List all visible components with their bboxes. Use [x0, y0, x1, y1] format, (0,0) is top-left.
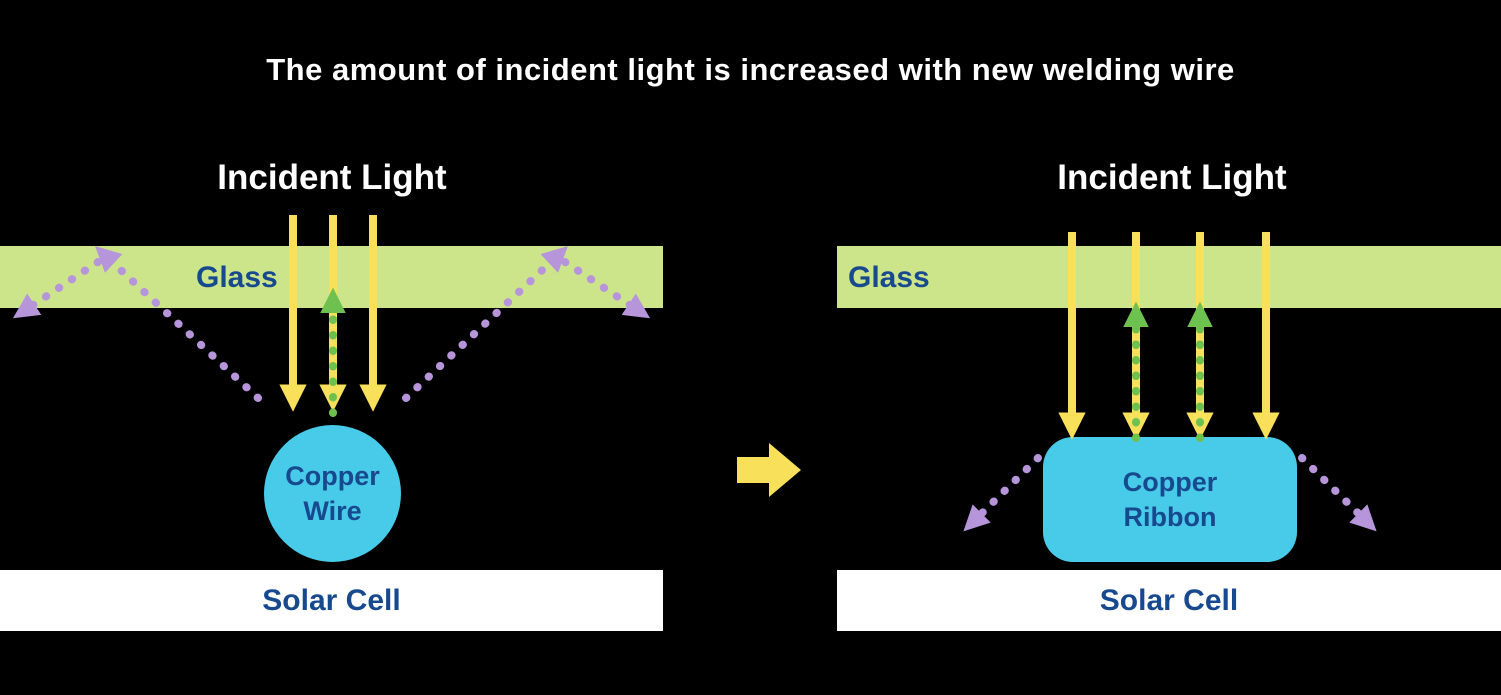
copper-wire-label-line1: Copper — [285, 460, 380, 491]
right-solar-cell-label: Solar Cell — [1099, 583, 1239, 617]
purple-reflection-arrow — [95, 246, 262, 402]
left-glass-label: Glass — [196, 261, 278, 294]
left-incident-light-label: Incident Light — [217, 158, 447, 197]
right-reflected-light-arrows — [963, 454, 1377, 532]
left-solar-cell-label: Solar Cell — [262, 583, 401, 617]
copper-wire-shape: Copper Wire — [264, 425, 401, 562]
copper-ribbon-label-line2: Ribbon — [1123, 501, 1217, 532]
right-returned-light-arrows — [1123, 301, 1213, 442]
purple-reflection-arrow — [1298, 454, 1377, 532]
copper-wire-label-line2: Wire — [303, 495, 362, 526]
purple-reflection-arrow — [12, 258, 102, 319]
right-incident-light-arrows — [1058, 232, 1280, 440]
purple-reflection-arrow — [963, 454, 1042, 532]
left-reflected-light-arrows — [12, 245, 651, 402]
left-solar-cell-bar: Solar Cell — [0, 570, 663, 631]
diagram-title: The amount of incident light is increase… — [266, 52, 1235, 87]
right-solar-cell-bar: Solar Cell — [837, 570, 1501, 631]
purple-reflection-arrow — [402, 245, 568, 402]
right-glass-label: Glass — [848, 261, 930, 294]
right-incident-light-label: Incident Light — [1057, 158, 1287, 197]
copper-ribbon-label-line1: Copper — [1122, 466, 1218, 497]
transition-arrow-icon — [737, 443, 801, 497]
purple-reflection-arrow — [561, 258, 651, 319]
right-glass-bar — [837, 246, 1501, 308]
copper-ribbon-shape: Copper Ribbon — [1043, 437, 1297, 562]
